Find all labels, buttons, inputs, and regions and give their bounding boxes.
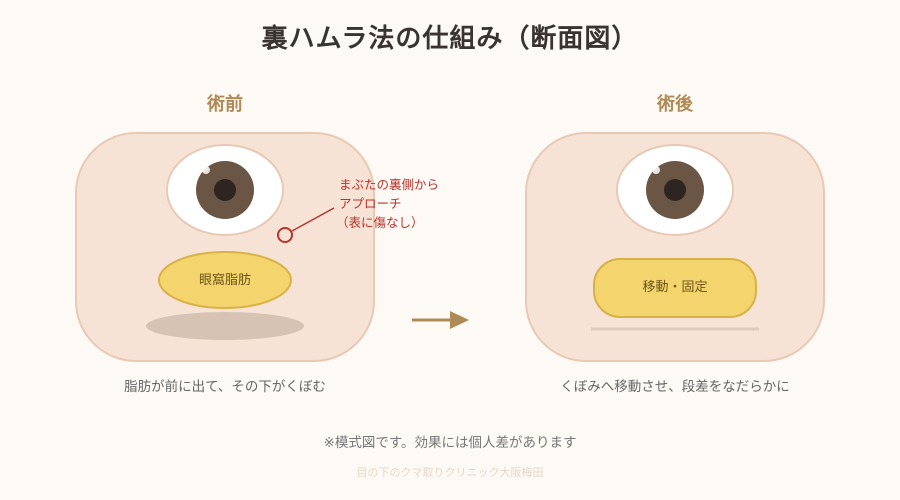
clinic-credit: 目の下のクマ取りクリニック大阪梅田 [356, 466, 544, 479]
after-eye-icon [616, 144, 734, 236]
before-label: 術前 [207, 94, 243, 115]
after-panel: 移動・固定 [525, 132, 825, 362]
approach-line-1: まぶたの裏側から [339, 177, 439, 192]
after-label: 術後 [657, 94, 693, 115]
before-hollow-shadow [146, 312, 304, 340]
page-title: 裏ハムラ法の仕組み（断面図） [261, 24, 639, 54]
after-fat-pad [593, 258, 757, 318]
before-panel-background [75, 132, 375, 362]
before-fat-pad [158, 251, 292, 309]
before-panel: 眼窩脂肪 まぶたの裏側から アプローチ （表に傷なし） [75, 132, 439, 362]
before-caption: 脂肪が前に出て、その下がくぼむ [124, 379, 326, 395]
arrow-right-icon [412, 311, 469, 329]
before-eye-icon [166, 144, 284, 236]
after-fat-label: 移動・固定 [642, 280, 707, 295]
approach-line-2: アプローチ [339, 196, 402, 211]
approach-line-3: （表に傷なし） [336, 215, 424, 230]
incision-marker-icon [277, 227, 293, 243]
before-fat-label: 眼窩脂肪 [199, 272, 251, 288]
disclaimer-note: ※模式図です。効果には個人差があります [323, 435, 577, 451]
incision-leader-line [291, 207, 335, 232]
after-caption: くぼみへ移動させ、段差をなだらかに [560, 379, 790, 395]
